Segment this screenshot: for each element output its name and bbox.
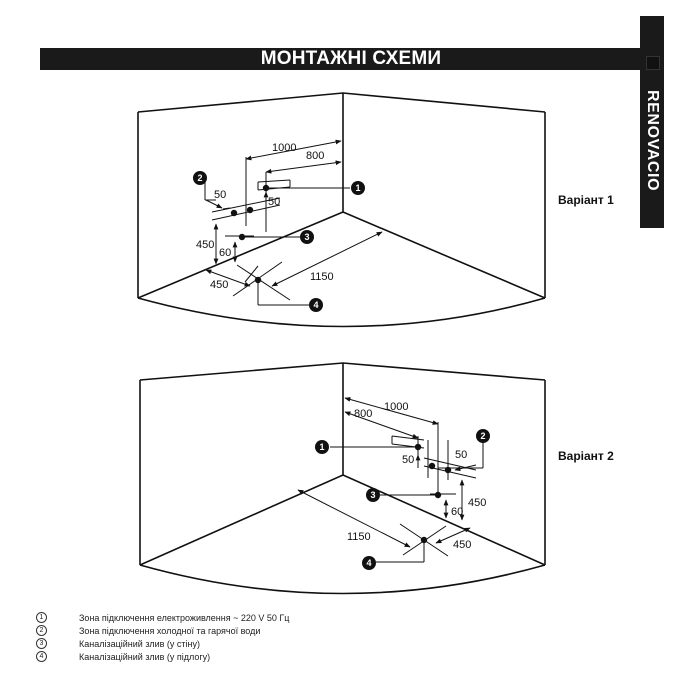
v1-marker-1 bbox=[351, 181, 365, 195]
brand-logo-text: RENOVACIO bbox=[644, 90, 661, 192]
v2-dim-1000: 1000 bbox=[384, 401, 408, 413]
v1-dim-800: 800 bbox=[306, 150, 324, 162]
legend-text: Каналізаційний злив (у стіну) bbox=[79, 638, 200, 649]
v1-marker-2 bbox=[193, 171, 207, 185]
variant1-markers: 1 2 3 4 bbox=[193, 171, 365, 312]
legend-item: 4 Каналізаційний злив (у підлогу) bbox=[36, 650, 436, 663]
legend-number: 2 bbox=[36, 625, 47, 636]
v1-marker-4-label: 4 bbox=[313, 300, 318, 310]
variant1-points bbox=[230, 184, 270, 284]
v2-marker-4 bbox=[362, 556, 376, 570]
legend-item: 1 Зона підключення електроживлення ~ 220… bbox=[36, 611, 436, 624]
v1-marker-1-label: 1 bbox=[355, 183, 360, 193]
v2-dim-450-floor: 450 bbox=[453, 539, 471, 551]
v2-front-arc bbox=[139, 564, 546, 595]
v1-dim-50-left: 50 bbox=[214, 189, 226, 201]
v1-dim-1150: 1150 bbox=[310, 271, 334, 283]
legend-item: 3 Каналізаційний злив (у стіну) bbox=[36, 637, 436, 650]
v2-marker-2 bbox=[476, 429, 490, 443]
legend-text: Каналізаційний злив (у підлогу) bbox=[79, 651, 211, 662]
v1-marker-3-label: 3 bbox=[304, 232, 309, 242]
legend: 1 Зона підключення електроживлення ~ 220… bbox=[36, 611, 436, 663]
v1-dim-60: 60 bbox=[219, 247, 231, 259]
legend-text: Зона підключення холодної та гарячої вод… bbox=[79, 625, 261, 636]
v1-ceiling-edges bbox=[137, 92, 546, 113]
header-bar bbox=[40, 48, 662, 70]
v2-dim-450-vertical: 450 bbox=[468, 497, 486, 509]
variant2-dimensions bbox=[297, 397, 484, 563]
brand-notch bbox=[646, 56, 660, 70]
v2-dim-50-left: 50 bbox=[402, 454, 414, 466]
legend-text: Зона підключення електроживлення ~ 220 V… bbox=[79, 612, 290, 623]
variant1-room bbox=[137, 92, 546, 328]
variant2-dimension-labels: 1000 800 50 50 450 60 450 1150 bbox=[347, 401, 486, 551]
v2-dim-800: 800 bbox=[354, 408, 372, 420]
variant2-room bbox=[139, 362, 546, 595]
v1-dim-450-vertical: 450 bbox=[196, 239, 214, 251]
v2-marker-3-label: 3 bbox=[370, 490, 375, 500]
variant2-label: Варіант 2 bbox=[558, 449, 614, 463]
v2-marker-2-label: 2 bbox=[480, 431, 485, 441]
v2-marker-1-label: 1 bbox=[319, 442, 324, 452]
v1-dim-50-right: 50 bbox=[268, 196, 280, 208]
v1-dim-1000: 1000 bbox=[272, 142, 296, 154]
legend-item: 2 Зона підключення холодної та гарячої в… bbox=[36, 624, 436, 637]
legend-number: 4 bbox=[36, 651, 47, 662]
legend-number: 1 bbox=[36, 612, 47, 623]
v2-dim-60: 60 bbox=[451, 506, 463, 518]
page-title: МОНТАЖНІ СХЕМИ bbox=[260, 48, 442, 69]
variant2-points bbox=[414, 443, 452, 544]
variant1-dimension-labels: 1000 800 50 50 450 60 450 1150 bbox=[196, 142, 334, 291]
variant1-label: Варіант 1 bbox=[558, 193, 614, 207]
brand-tab bbox=[640, 16, 664, 228]
v2-marker-3 bbox=[366, 488, 380, 502]
v1-marker-4 bbox=[309, 298, 323, 312]
v1-floor-edges bbox=[137, 211, 546, 299]
v1-marker-3 bbox=[300, 230, 314, 244]
v2-dim-1150: 1150 bbox=[347, 531, 371, 543]
v2-dim-50-right: 50 bbox=[455, 449, 467, 461]
v2-floor-edges bbox=[139, 474, 546, 566]
v2-marker-4-label: 4 bbox=[366, 558, 371, 568]
v1-front-arc bbox=[137, 297, 546, 328]
variant2-markers: 1 2 3 4 bbox=[315, 429, 490, 570]
variant1-dimensions bbox=[204, 139, 383, 306]
v2-marker-1 bbox=[315, 440, 329, 454]
v1-marker-2-label: 2 bbox=[197, 173, 202, 183]
legend-number: 3 bbox=[36, 638, 47, 649]
v1-dim-450-floor: 450 bbox=[210, 279, 228, 291]
